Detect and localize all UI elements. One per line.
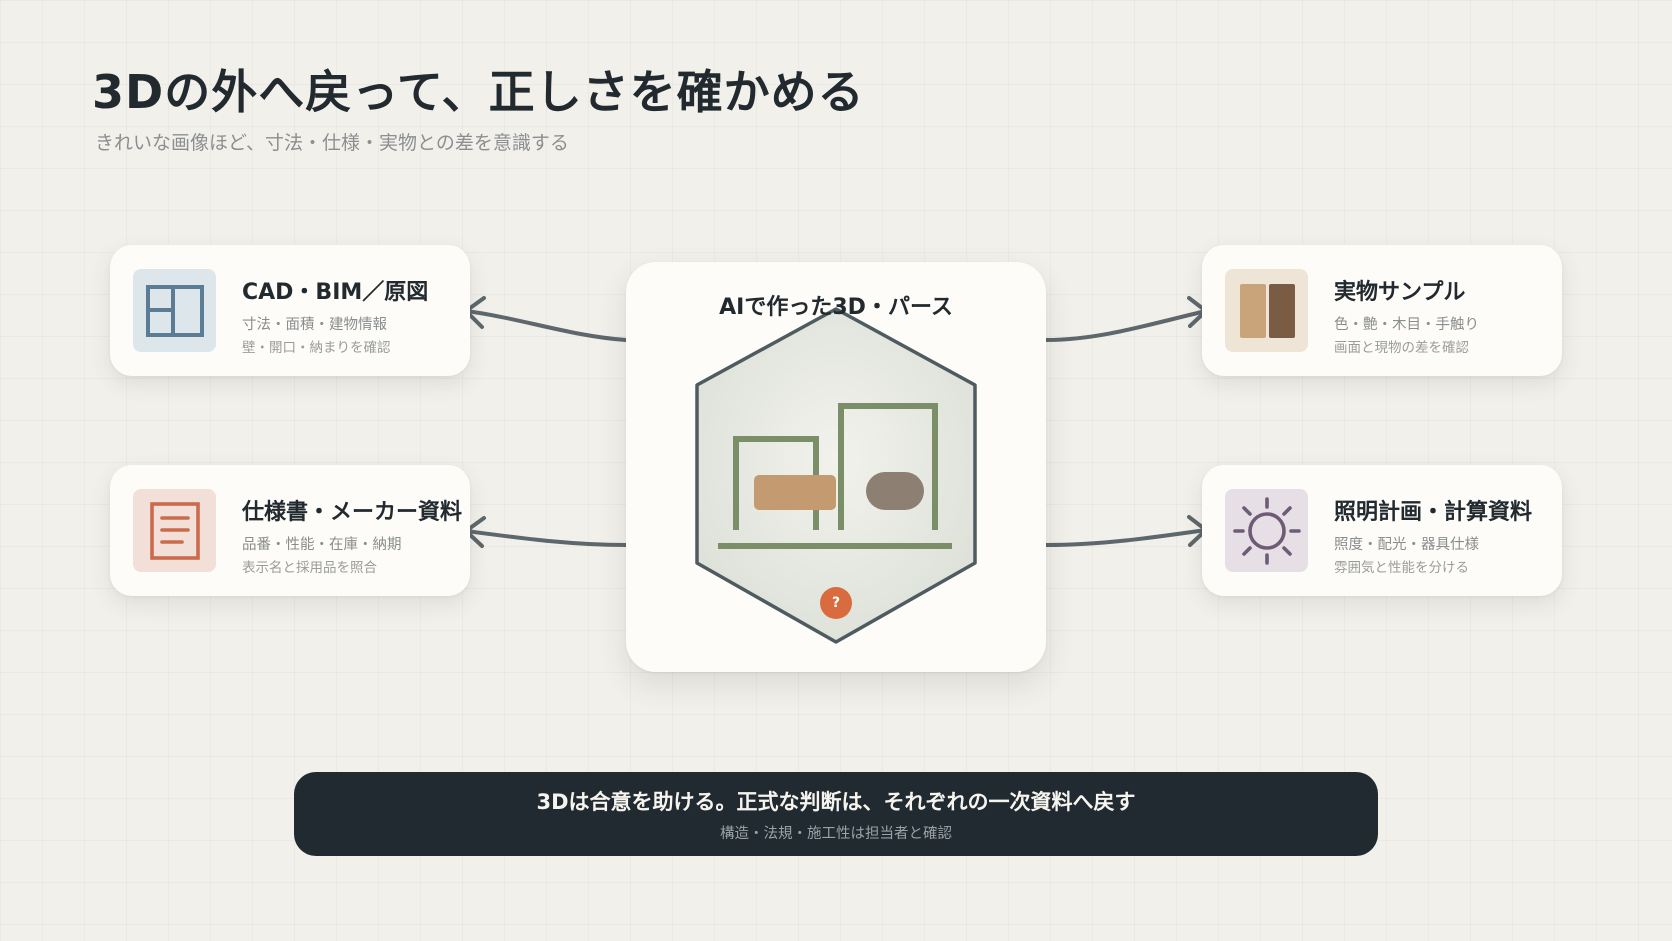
card-material-sample: 実物サンプル 色・艶・木目・手触り 画面と現物の差を確認 xyxy=(1202,245,1562,376)
arrow-to-spec xyxy=(464,529,628,547)
hexagon-room-illustration xyxy=(695,307,977,644)
card-title: 実物サンプル xyxy=(1334,280,1466,305)
card-spec-docs: 仕様書・メーカー資料 品番・性能・在庫・納期 表示名と採用品を照合 xyxy=(110,465,470,596)
summary-banner: 3Dは合意を助ける。正式な判断は、それぞれの一次資料へ戻す 構造・法規・施工性は… xyxy=(294,772,1378,856)
card-line-1: 品番・性能・在庫・納期 xyxy=(242,537,402,553)
card-lighting-plan: 照明計画・計算資料 照度・配光・器具仕様 雰囲気と性能を分ける xyxy=(1202,465,1562,596)
arrow-to-sample xyxy=(1044,309,1208,342)
badge-label: ? xyxy=(831,595,841,611)
card-line-2: 画面と現物の差を確認 xyxy=(1334,340,1469,356)
card-line-2: 雰囲気と性能を分ける xyxy=(1334,560,1469,576)
page-subtitle: きれいな画像ほど、寸法・仕様・実物との差を意識する xyxy=(95,132,569,154)
arrow-to-lighting xyxy=(1044,528,1208,547)
card-line-1: 色・艶・木目・手触り xyxy=(1334,317,1479,333)
page-title: 3Dの外へ戻って、正しさを確かめる xyxy=(92,65,865,119)
center-3d-render-card: ? AIで作った3D・パース xyxy=(626,262,1046,672)
center-title: AIで作った3D・パース xyxy=(719,295,953,320)
card-line-2: 壁・開口・納まりを確認 xyxy=(242,340,391,356)
uncertainty-badge: ? xyxy=(820,587,852,619)
document-icon xyxy=(133,489,216,572)
card-title: 仕様書・メーカー資料 xyxy=(242,500,463,525)
card-title: 照明計画・計算資料 xyxy=(1334,500,1533,525)
banner-main-text: 3Dは合意を助ける。正式な判断は、それぞれの一次資料へ戻す xyxy=(536,790,1136,814)
card-line-1: 照度・配光・器具仕様 xyxy=(1334,537,1479,553)
card-line-2: 表示名と採用品を照合 xyxy=(242,560,377,576)
banner-sub-text: 構造・法規・施工性は担当者と確認 xyxy=(720,826,952,842)
card-title: CAD・BIM／原図 xyxy=(242,280,429,305)
card-line-1: 寸法・面積・建物情報 xyxy=(242,317,387,333)
sun-icon xyxy=(1225,489,1308,572)
material-sample-icon xyxy=(1225,269,1308,352)
arrow-to-cad xyxy=(464,309,628,342)
floor-plan-icon xyxy=(133,269,216,352)
card-cad-bim: CAD・BIM／原図 寸法・面積・建物情報 壁・開口・納まりを確認 xyxy=(110,245,470,376)
